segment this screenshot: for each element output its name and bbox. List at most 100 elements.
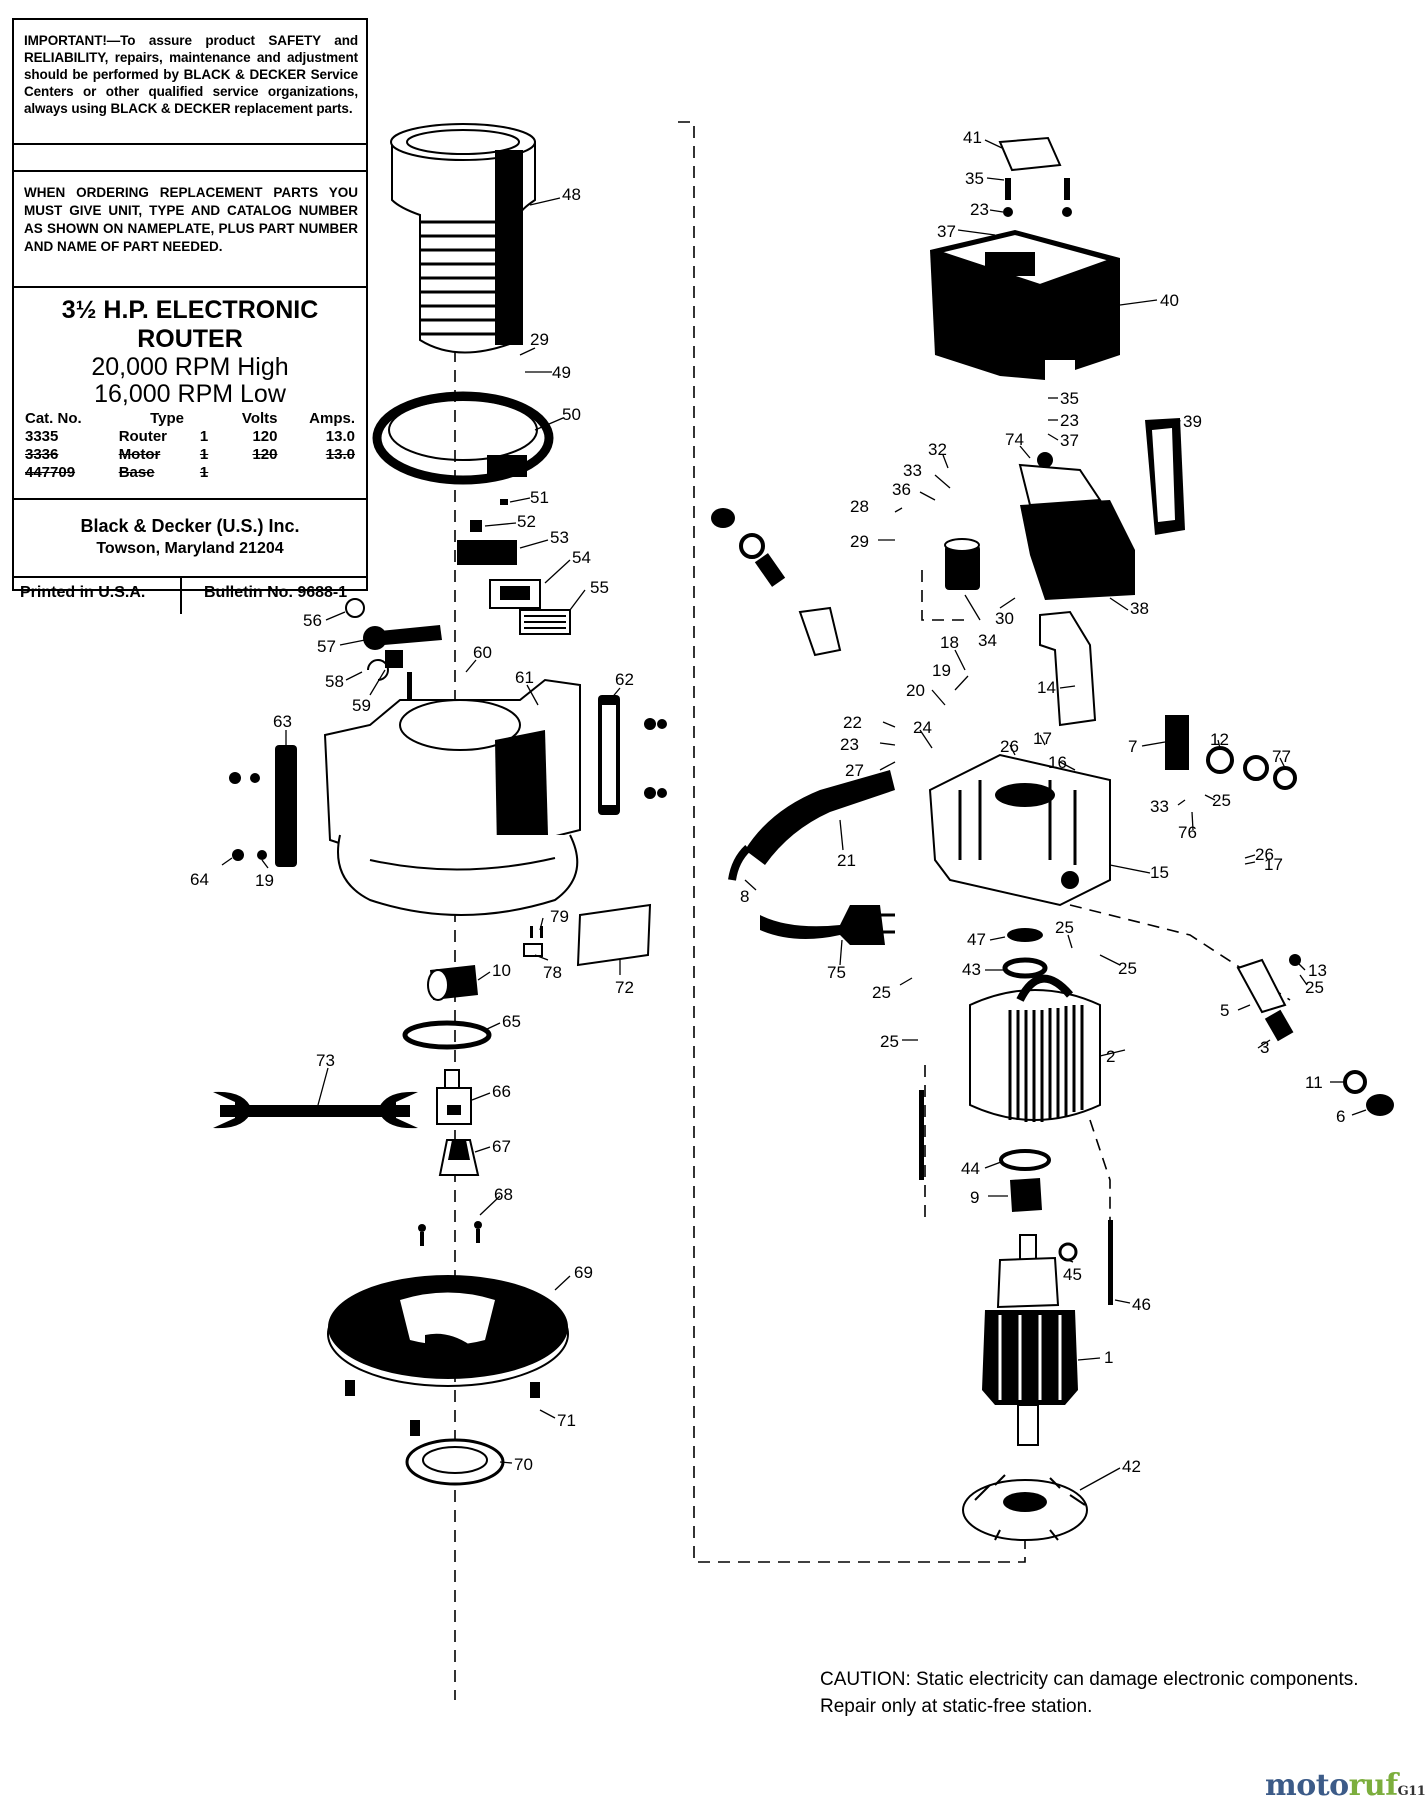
cell: Router <box>118 428 168 445</box>
label-60: 60 <box>473 643 492 662</box>
label-29: 29 <box>530 330 549 349</box>
part-50-lock-ring <box>372 391 554 485</box>
label-79: 79 <box>550 907 569 926</box>
cell: 3335 <box>25 428 59 445</box>
cell: 447709 <box>25 464 76 481</box>
part-69-sub-base <box>327 1221 569 1436</box>
small-parts-51-55 <box>457 499 571 635</box>
label-42: 42 <box>1122 1457 1141 1476</box>
label-37: 37 <box>1060 431 1079 450</box>
label-34: 34 <box>978 631 997 650</box>
label-47: 47 <box>967 930 986 949</box>
label-30: 30 <box>995 609 1014 628</box>
label-77: 77 <box>1272 747 1291 766</box>
logo-part2: ruf <box>1348 1768 1399 1803</box>
label-41: 41 <box>963 128 982 147</box>
label-17: 17 <box>1033 729 1052 748</box>
col-cat-no: Cat. No. <box>25 410 82 427</box>
label-15: 15 <box>1150 863 1169 882</box>
logo-part1: moto <box>1265 1768 1349 1803</box>
label-46: 46 <box>1132 1295 1151 1314</box>
label-61: 61 <box>515 668 534 687</box>
label-44: 44 <box>961 1159 980 1178</box>
label-65: 65 <box>502 1012 521 1031</box>
label-70: 70 <box>514 1455 533 1474</box>
label-75: 75 <box>827 963 846 982</box>
part-1-armature <box>982 1234 1078 1446</box>
part-2-stator <box>969 974 1101 1122</box>
label-35: 35 <box>965 169 984 188</box>
part-38-74-electronic-module <box>1018 452 1135 600</box>
cell: Motor <box>118 446 161 463</box>
label-40: 40 <box>1160 291 1179 310</box>
cell: 1 <box>199 446 209 463</box>
cell: 1 <box>199 428 209 445</box>
label-45: 45 <box>1063 1265 1082 1284</box>
rpm-low: 16,000 RPM Low <box>94 380 286 408</box>
label-3: 3 <box>1260 1038 1269 1057</box>
part-56-59-lock-lever <box>345 598 442 700</box>
label-51: 51 <box>530 488 549 507</box>
cell: Base <box>118 464 155 481</box>
label-56: 56 <box>303 611 322 630</box>
part-61-base-housing <box>323 678 581 916</box>
label-7: 7 <box>1128 737 1137 756</box>
label-26: 26 <box>1000 737 1019 756</box>
col-type: Type <box>150 410 184 427</box>
part-number-labels: 48 29 49 50 51 52 53 54 55 56 57 58 59 6… <box>190 128 1345 1476</box>
company-address: Towson, Maryland 21204 <box>96 540 284 557</box>
label-69: 69 <box>574 1263 593 1282</box>
label-72: 72 <box>615 978 634 997</box>
page-code: G11 <box>1397 1784 1426 1799</box>
label-59: 59 <box>352 696 371 715</box>
label-54: 54 <box>572 548 591 567</box>
label-19: 19 <box>932 661 951 680</box>
label-10: 10 <box>492 961 511 980</box>
cell: 3336 <box>25 446 59 463</box>
product-title-line1: 3½ H.P. ELECTRONIC <box>61 296 319 324</box>
col-amps: Amps. <box>309 410 355 427</box>
label-43: 43 <box>962 960 981 979</box>
label-2: 2 <box>1106 1047 1115 1066</box>
label-27: 27 <box>845 761 864 780</box>
info-footer: Printed in U.S.A. Bulletin No. 9688-1 <box>14 578 366 614</box>
part-39-cord-guard <box>1145 418 1185 535</box>
cell: 13.0 <box>325 428 355 445</box>
label-28: 28 <box>850 497 869 516</box>
label-71: 71 <box>557 1411 576 1430</box>
label-74: 74 <box>1005 430 1024 449</box>
label-25: 25 <box>1118 959 1137 978</box>
catalog-table: Cat. No. Type Volts Amps. 3335 Router 1 … <box>22 410 358 482</box>
bolts-46 <box>919 1090 1113 1305</box>
label-64: 64 <box>190 870 209 889</box>
label-35: 35 <box>1060 389 1079 408</box>
label-25: 25 <box>1212 791 1231 810</box>
rpm-high: 20,000 RPM High <box>91 353 289 381</box>
label-78: 78 <box>543 963 562 982</box>
label-25: 25 <box>1055 918 1074 937</box>
part-65-retaining-ring <box>402 1020 492 1050</box>
label-21: 21 <box>837 851 856 870</box>
important-notice: IMPORTANT!—To assure product SAFETY and … <box>14 20 366 145</box>
label-55: 55 <box>590 578 609 597</box>
label-58: 58 <box>325 672 344 691</box>
label-26: 26 <box>1255 845 1274 864</box>
part-70-ring <box>405 1438 505 1486</box>
table-row: 3335 Router 1 120 13.0 <box>22 428 358 446</box>
label-13: 13 <box>1308 961 1327 980</box>
label-14: 14 <box>1037 678 1056 697</box>
label-22: 22 <box>843 713 862 732</box>
part-42-fan <box>962 1474 1088 1541</box>
label-23: 23 <box>970 200 989 219</box>
label-32: 32 <box>928 440 947 459</box>
label-62: 62 <box>615 670 634 689</box>
parts-47-43-rings <box>1002 928 1048 979</box>
cell: 13.0 <box>325 446 355 463</box>
table-row: 3336 Motor 1 120 13.0 <box>22 446 358 464</box>
label-18: 18 <box>940 633 959 652</box>
label-12: 12 <box>1210 730 1229 749</box>
label-63: 63 <box>273 712 292 731</box>
label-66: 66 <box>492 1082 511 1101</box>
screws-35-23-37-top <box>1003 178 1072 217</box>
